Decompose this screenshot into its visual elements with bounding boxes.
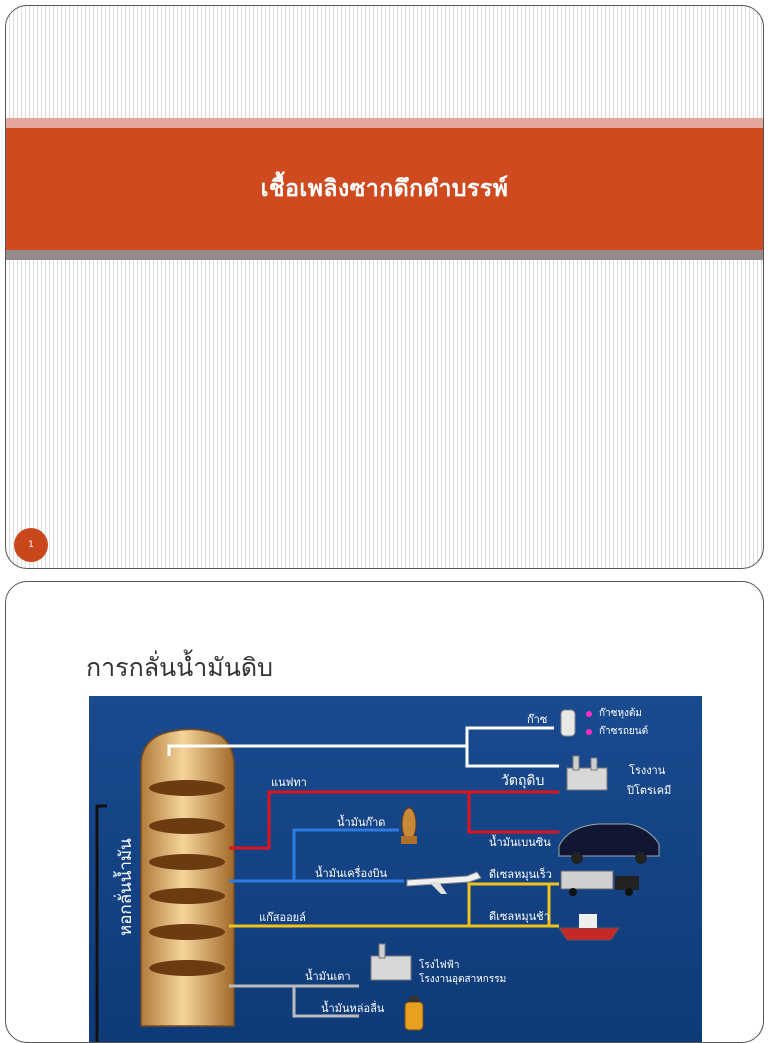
distillation-tower [140,728,235,1027]
ship-icon [558,914,620,941]
title-band-top-stripe [6,118,763,128]
slide-heading: การกลั่นน้ำมันดิบ [86,654,273,682]
petrochem-label-1: โรงงาน [629,763,666,777]
gas-use-1: ก๊าซหุงต้ม [599,707,642,719]
fuel-oil-line [229,984,359,1018]
gasoil-line [229,882,559,928]
gas-cylinder-icon [560,709,592,737]
jet-fuel-label: น้ำมันเครื่องบิน [315,865,387,880]
title-slide: เชื้อเพลิงซากดึกดำบรรพ์ 1 [5,5,764,569]
gas-oil-label: แก๊สออยล์ [259,911,306,924]
title-band: เชื้อเพลิงซากดึกดำบรรพ์ [6,128,763,250]
gasoline-label: น้ำมันเบนซิน [489,834,551,849]
factory-icon [566,755,608,791]
kerosene-label: น้ำมันก๊าด [337,814,385,829]
page-number-badge: 1 [14,528,48,562]
tower-label: หอกลั่นน้ำมัน [113,838,135,936]
power-plant-label: โรงไฟฟ้า [419,958,459,971]
raw-material-label: วัตถุดิบ [501,772,544,789]
power-plant-icon [370,943,412,981]
gas-line [167,726,559,768]
naphtha-line [229,790,559,850]
diesel-slow-label: ดีเซลหมุนช้า [489,910,550,923]
tower-bracket [95,804,107,1042]
lamp-icon [401,807,417,844]
diesel-fast-label: ดีเซลหมุนเร็ว [489,867,552,881]
kerosene-line [229,828,404,883]
slide-title: เชื้อเพลิงซากดึกดำบรรพ์ [260,176,509,202]
refinery-diagram: หอกลั่นน้ำมัน ก๊าซ ก๊าซหุงต้ม ก๊าซรถยนต์… [89,696,702,1042]
fuel-oil-label: น้ำมันเตา [305,968,351,983]
petrochem-label-2: ปิโตรเคมี [626,783,671,797]
airplane-icon [406,871,482,894]
gas-label: ก๊าซ [527,713,548,726]
content-slide: การกลั่นน้ำมันดิบ [5,581,764,1043]
naphtha-label: แนฟทา [271,777,307,789]
gas-use-2: ก๊าซรถยนต์ [599,725,648,737]
lube-oil-label: น้ำมันหล่อลื่น [321,1000,385,1015]
industry-label: โรงงานอุตสาหกรรม [419,972,506,985]
title-band-bottom-stripe [6,250,763,260]
truck-icon [560,870,639,896]
car-icon [558,823,660,864]
